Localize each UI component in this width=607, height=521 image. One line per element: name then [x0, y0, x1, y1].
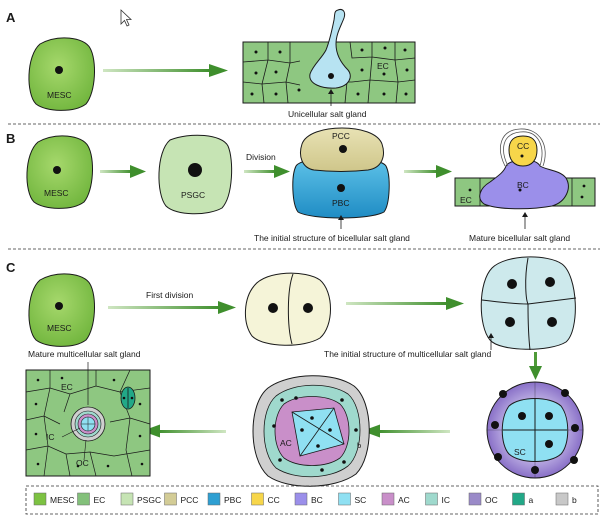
panel-b-letter: B [6, 131, 15, 146]
panel-c-ic-label: IC [46, 432, 55, 442]
panel-c-four-cell-stage [480, 256, 577, 351]
panel-c-mature-tissue: EC IC OC [25, 369, 151, 477]
legend-swatch [425, 492, 438, 506]
panel-a-unicellular-gland [309, 9, 351, 89]
panel-c-arrow-left-1 [362, 424, 450, 438]
legend-swatch [338, 492, 351, 506]
panel-b-psgc-label: PSGC [181, 190, 205, 200]
panel-c-mesc-cell [28, 273, 95, 347]
legend-swatch [164, 492, 177, 506]
legend-label: PSGC [137, 495, 161, 505]
panel-a-arrow [103, 64, 228, 77]
panel-b-cc-cell [508, 135, 538, 167]
panel-c-arrow-left-2 [142, 424, 226, 438]
legend-label: OC [485, 495, 498, 505]
panel-c-arrow-2 [346, 297, 464, 310]
panel-c-letter: C [6, 260, 16, 275]
panel-c-arrow-1 [108, 301, 236, 314]
legend-label: PCC [181, 495, 199, 505]
panel-a-mesc-label: MESC [47, 90, 72, 100]
legend-label: b [572, 495, 577, 505]
legend-swatch [33, 492, 47, 506]
legend-label: SC [355, 495, 367, 505]
panel-c-b-label: b [357, 441, 361, 450]
panel-b-ec-label: EC [460, 195, 472, 205]
legend-swatch [207, 492, 221, 506]
legend-swatch [77, 492, 90, 506]
legend-label: BC [311, 495, 323, 505]
panel-c-sc-label: SC [514, 447, 526, 457]
panel-b-division-label: Division [246, 152, 276, 162]
legend-label: a [529, 495, 534, 505]
panel-b: B MESC PSGC Division PCC PBC The initial… [6, 127, 596, 243]
panel-c: C MESC First division [6, 256, 584, 487]
panel-b-mesc-label: MESC [44, 188, 69, 198]
legend-swatch [120, 492, 134, 506]
panel-b-arrow-2 [244, 165, 290, 178]
panel-b-cc-label: CC [517, 141, 529, 151]
panel-c-multicellular-stage: SC [486, 381, 584, 479]
panel-c-arrow-down [529, 352, 542, 380]
panel-a-letter: A [6, 10, 16, 25]
panel-b-mature-gland: CC BC EC [454, 128, 596, 210]
cursor-icon [120, 9, 133, 27]
panel-b-pbc-label: PBC [332, 198, 349, 208]
panel-b-caption-mature: Mature bicellular salt gland [469, 233, 570, 243]
panel-a: A MESC [6, 9, 416, 119]
panel-c-ac-label: AC [280, 438, 292, 448]
nucleus [55, 66, 63, 74]
panel-b-caption-initial: The initial structure of bicellular salt… [254, 233, 410, 243]
panel-c-layered-gland: AC b [252, 375, 370, 487]
legend-swatch [555, 492, 569, 506]
legend-label: AC [398, 495, 410, 505]
panel-c-mesc-label: MESC [47, 323, 72, 333]
panel-c-ec-label: EC [61, 382, 73, 392]
panel-a-caption: Unicellular salt gland [288, 109, 367, 119]
panel-b-arrow-1 [100, 165, 146, 178]
legend-swatch [512, 492, 525, 506]
panel-c-mature-caption: Mature multicellular salt gland [28, 349, 141, 359]
legend: MESC EC PSGC PCC PBC CC BC SC AC IC OC a b [25, 485, 599, 515]
panel-b-arrow-3 [404, 165, 452, 178]
legend-label: EC [94, 495, 106, 505]
panel-c-first-division-label: First division [146, 290, 194, 300]
panel-c-oc-label: OC [76, 458, 89, 468]
legend-label: CC [268, 495, 280, 505]
panel-c-two-cell-stage [245, 272, 331, 346]
legend-label: PBC [224, 495, 241, 505]
legend-swatch [468, 492, 482, 506]
panel-a-ec-label: EC [377, 61, 389, 71]
legend-swatch [251, 492, 264, 506]
legend-label: IC [442, 495, 451, 505]
legend-swatch [381, 492, 395, 506]
panel-b-pcc-label: PCC [332, 131, 350, 141]
panel-a-mesc-cell [28, 37, 95, 111]
legend-label: MESC [50, 495, 75, 505]
panel-b-bc-label: BC [517, 180, 529, 190]
legend-swatch [294, 492, 308, 506]
panel-c-caption-initial: The initial structure of multicellular s… [324, 349, 492, 359]
